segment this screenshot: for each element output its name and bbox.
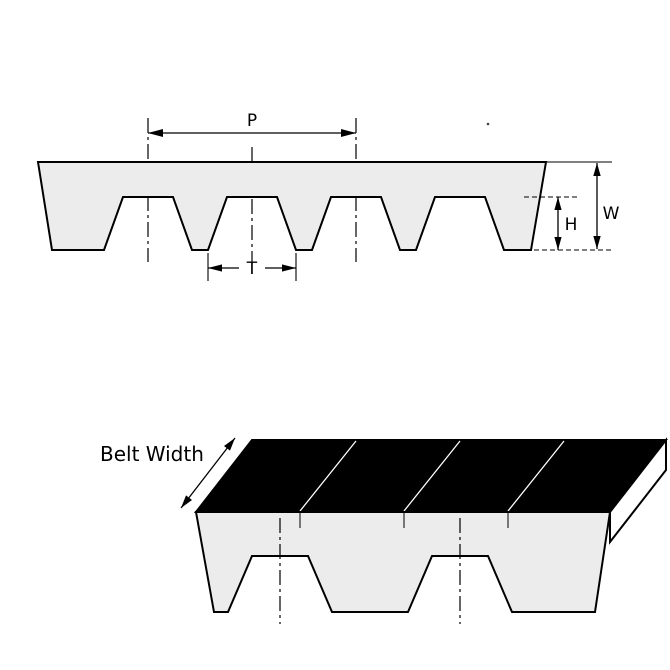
t-arrowhead-left	[208, 264, 222, 272]
belt-top-surface	[193, 439, 669, 513]
belt-end-face	[609, 437, 667, 545]
belt-top-seam-lines	[299, 440, 565, 512]
seam-line-3	[507, 440, 565, 512]
h-arrowhead-top	[554, 197, 562, 210]
t-label: T	[246, 259, 258, 279]
t-arrowhead-right	[282, 264, 296, 272]
h-arrowhead-bottom	[554, 237, 562, 250]
w-label: W	[603, 204, 620, 224]
p-arrowhead-left	[148, 129, 163, 137]
w-dimension: W	[546, 161, 620, 249]
belt-width-label: Belt Width	[100, 442, 204, 466]
cross-section-view: P T H W	[36, 111, 620, 281]
seam-line-1	[299, 440, 357, 512]
h-label: H	[565, 215, 578, 235]
belt-front-face	[194, 511, 612, 613]
speck-dot	[486, 122, 490, 126]
belt-width-arrowhead-bottom	[181, 495, 192, 508]
w-arrowhead-top	[593, 163, 601, 176]
w-arrowhead-bottom	[593, 236, 601, 249]
p-arrowhead-right	[341, 129, 356, 137]
seam-line-2	[403, 440, 461, 512]
p-dimension: P	[148, 111, 356, 137]
perspective-view: Belt Width	[100, 437, 669, 624]
belt-width-arrow-line	[180, 437, 236, 509]
belt-width-arrow	[180, 437, 236, 509]
h-dimension: H	[524, 196, 612, 251]
belt-profile	[36, 161, 548, 251]
p-label: P	[247, 111, 257, 131]
belt-width-arrowhead-top	[224, 438, 235, 451]
t-dimension: T	[207, 253, 297, 281]
